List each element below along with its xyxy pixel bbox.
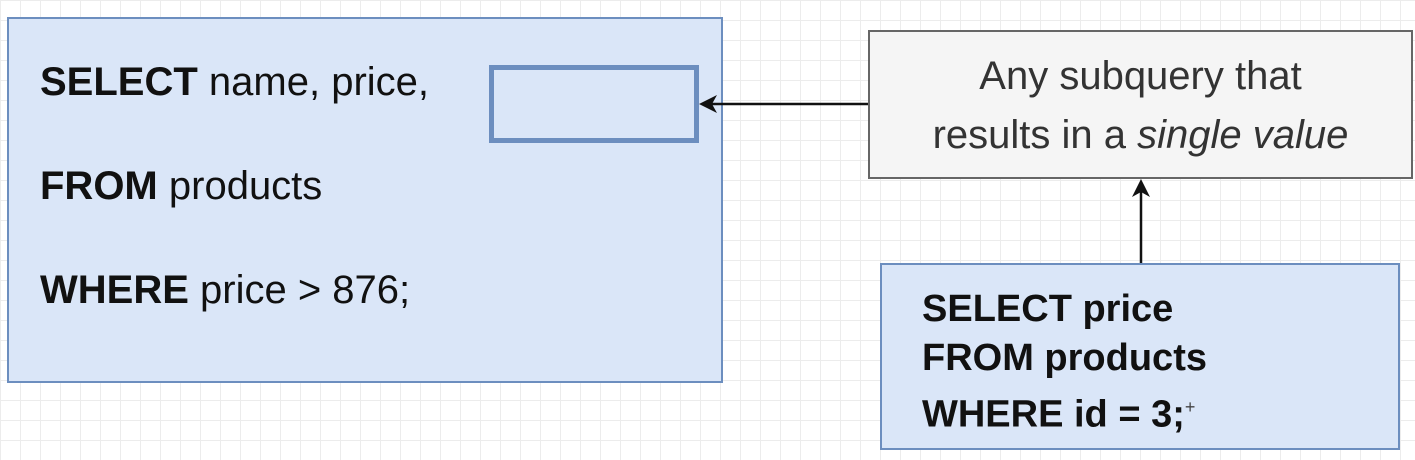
arrowhead-note — [1132, 179, 1150, 197]
sub-query-where-line: WHERE id = 3;+ — [922, 383, 1398, 440]
note-line-2: results in a single value — [870, 106, 1411, 165]
sub-query-from-line: FROM products — [922, 337, 1207, 379]
main-query-from-line: FROM products — [40, 166, 322, 206]
note-line-2-prefix: results in a — [932, 113, 1138, 157]
sub-query-box: SELECT price FROM products WHERE id = 3;… — [880, 263, 1400, 450]
select-columns: name, price, — [197, 60, 430, 104]
where-condition: price > 876; — [188, 268, 411, 312]
subquery-placeholder-slot — [489, 65, 699, 143]
main-query-select-line: SELECT name, price, — [40, 62, 429, 102]
sub-query-where-text: WHERE id = 3; — [922, 393, 1185, 436]
sub-query-select-line: SELECT price — [922, 288, 1174, 330]
select-keyword: SELECT — [40, 60, 198, 104]
main-query-where-line: WHERE price > 876; — [40, 270, 410, 310]
subquery-note-box: Any subquery that results in a single va… — [868, 30, 1413, 179]
crosshair-cursor-icon: + — [1184, 397, 1196, 417]
main-query-box — [7, 17, 723, 383]
from-table: products — [157, 164, 323, 208]
note-line-2-emphasis: single value — [1137, 113, 1349, 157]
from-keyword: FROM — [40, 164, 158, 208]
where-keyword: WHERE — [40, 268, 189, 312]
note-line-1: Any subquery that — [979, 54, 1302, 98]
